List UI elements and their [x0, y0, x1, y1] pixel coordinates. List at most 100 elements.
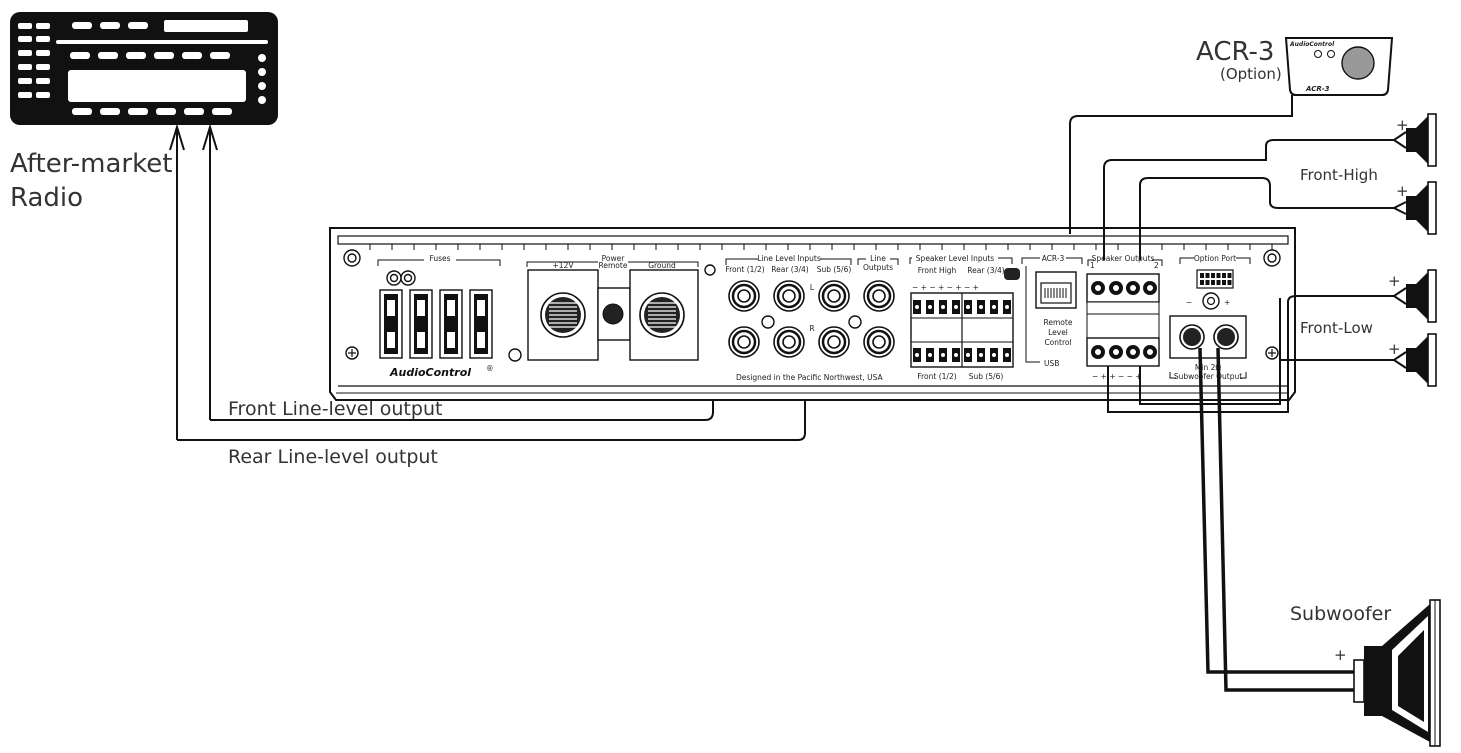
speaker-level-inputs-label: Speaker Level Inputs [916, 254, 994, 263]
amp-registered: ® [486, 364, 494, 373]
speaker-level-inputs: Speaker Level Inputs Front High Rear (3/… [909, 254, 1020, 381]
subwoofer-label: Subwoofer [1290, 603, 1391, 625]
rca-jack-pin [827, 335, 841, 349]
speaker-output-screw [1095, 349, 1101, 355]
speaker-input-pin-dot [966, 353, 970, 357]
option-port-pin [1200, 273, 1204, 278]
speaker-input-pin-dot [992, 305, 996, 309]
speaker-input-pin-dot [979, 305, 983, 309]
front-high-input-label: Front High [918, 266, 957, 275]
speaker-output-screw [1147, 349, 1153, 355]
rca-jack-pin [737, 289, 751, 303]
option-port-pin [1211, 273, 1215, 278]
speaker-input-pin-dot [915, 305, 919, 309]
usb-label: USB [1044, 359, 1059, 368]
option-minus: − [1186, 298, 1192, 307]
front-line-level-label: Front Line-level output [228, 398, 442, 420]
amp-designed-tagline: Designed in the Pacific Northwest, USA [736, 373, 884, 382]
channel1-label: 1 [1090, 261, 1095, 270]
rca-jack-pin [737, 335, 751, 349]
option-plus: + [1224, 298, 1230, 307]
option-port-pin [1216, 273, 1221, 278]
plus-sign-3: + [1388, 272, 1401, 290]
fuse-window [447, 332, 455, 348]
radio-label-line2: Radio [10, 183, 83, 213]
sub56-input-label: Sub (5/6) [969, 372, 1004, 381]
front-high-speaker-2 [1406, 181, 1437, 235]
acr3-badge: ACR-3 [1305, 85, 1330, 93]
rca-jack-pin [872, 335, 886, 349]
front-high-speaker-1 [1406, 113, 1437, 167]
fuse-window [417, 332, 425, 348]
aftermarket-radio [10, 12, 278, 440]
rear-line-level-label: Rear Line-level output [228, 446, 438, 468]
ground-label: Ground [648, 261, 676, 270]
speaker-input-pin-dot [1005, 353, 1009, 357]
fuse-window [387, 300, 395, 316]
channel2-label: 2 [1154, 261, 1159, 270]
line-level-inputs: Line Level Inputs Front (1/2) Rear (3/4)… [725, 254, 895, 358]
front12-input-label: Front (1/2) [917, 372, 956, 381]
acr3-remote: AudioControl ACR-3 [1284, 37, 1394, 96]
acr3-label: ACR-3 [1196, 37, 1274, 67]
speaker-input-pin-dot [954, 305, 958, 309]
fuses-label: Fuses [429, 254, 450, 263]
speaker-output-signs: − + + − − + [1092, 372, 1142, 381]
speaker-input-pin-dot [928, 353, 932, 357]
subwoofer-speaker [1353, 599, 1441, 747]
amplifier: Fuses Power +12V Remote Ground [329, 227, 1296, 401]
line-label: Line [870, 254, 886, 263]
option-port-pin [1211, 280, 1215, 285]
option-port: Option Port − + Min 2Ω Subwoofer Output [1169, 254, 1251, 383]
speaker-input-pin-dot [954, 353, 958, 357]
rca-jack-pin [782, 335, 796, 349]
power-label: Power [602, 254, 626, 263]
fuse-window [477, 300, 485, 316]
left-channel-label: L [810, 283, 815, 292]
sub56-label: Sub (5/6) [817, 265, 852, 274]
rear34-input-label: Rear (3/4) [967, 266, 1005, 275]
acr3-cable [1069, 95, 1293, 234]
speaker-input-pin-dot [966, 305, 970, 309]
option-port-pin [1200, 280, 1204, 285]
subwoofer-output-label: Subwoofer Output [1174, 372, 1242, 381]
fuse-window [447, 300, 455, 316]
speaker-input-pin-dot [992, 353, 996, 357]
radio-label-line1: After-market [10, 149, 172, 179]
rca-jack-pin [872, 289, 886, 303]
speaker-outputs: Speaker Outputs 1 2 − + + − − + [1086, 254, 1163, 381]
min-ohm-label: Min 2Ω [1195, 363, 1221, 372]
speaker-input-pin-dot [915, 353, 919, 357]
front12-label: Front (1/2) [725, 265, 764, 274]
fuse-window [417, 300, 425, 316]
speaker-output-screw [1130, 285, 1136, 291]
speaker-input-pin-dot [1005, 305, 1009, 309]
remote-line3: Control [1044, 338, 1071, 347]
right-channel-label: R [809, 324, 814, 333]
line-outputs: Line Outputs [857, 254, 899, 272]
front-low-label: Front-Low [1300, 319, 1373, 337]
amp-brand: AudioControl [389, 366, 471, 379]
plus-sign-4: + [1388, 340, 1401, 358]
power-terminals: Power +12V Remote Ground [526, 254, 716, 361]
speaker-output-screw [1130, 349, 1136, 355]
option-port-pin [1205, 273, 1210, 278]
option-port-pin [1227, 273, 1232, 278]
speaker-wires [1103, 131, 1407, 692]
speaker-output-screw [1095, 285, 1101, 291]
option-port-pin [1222, 280, 1226, 285]
fuse-window [477, 332, 485, 348]
option-port-label: Option Port [1194, 254, 1236, 263]
fuses: Fuses [377, 254, 522, 362]
remote-line1: Remote [1044, 318, 1073, 327]
line-level-inputs-label: Line Level Inputs [757, 254, 821, 263]
remote-label: Remote [599, 261, 628, 270]
option-port-pin [1227, 280, 1232, 285]
speaker-output-screw [1113, 349, 1119, 355]
speaker-outputs-label: Speaker Outputs [1092, 254, 1155, 263]
speaker-input-pin-dot [928, 305, 932, 309]
remote-line2: Level [1048, 328, 1068, 337]
speaker-input-pin-dot [941, 305, 945, 309]
speaker-input-pin-dot [941, 353, 945, 357]
